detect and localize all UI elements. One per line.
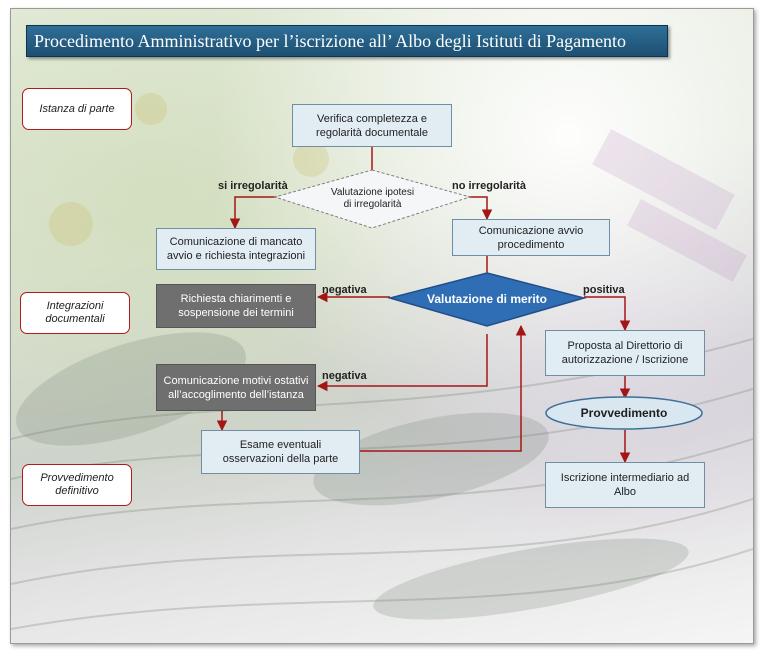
node-esame-osservazioni-text: Esame eventuali osservazioni della parte [222, 439, 339, 465]
edge-label-positiva: positiva [583, 284, 625, 296]
node-comunicazione-motivi-text: Comunicazione motivi ostativi all’accogl… [163, 374, 309, 401]
node-comunicazione-mancato-text: Comunicazione di mancato avvio e richies… [166, 236, 306, 262]
node-comunicazione-avvio: Comunicazione avvio procedimento [452, 219, 610, 256]
node-provvedimento-text: Provvedimento [580, 406, 668, 420]
label-integrazioni-documentali: Integrazioni documentali [20, 292, 130, 334]
node-comunicazione-motivi: Comunicazione motivi ostativi all’accogl… [156, 364, 316, 411]
node-comunicazione-avvio-text: Comunicazione avvio procedimento [478, 224, 584, 251]
node-richiesta-chiarimenti-text: Richiesta chiarimenti e sospensione dei … [178, 293, 294, 319]
page-title: Procedimento Amministrativo per l’iscriz… [26, 25, 668, 57]
edge-label-si-irregolarita: si irregolarità [218, 180, 288, 192]
node-iscrizione: Iscrizione intermediario ad Albo [545, 462, 705, 508]
node-verifica-text: Verifica completezza e regolarità docume… [316, 112, 428, 139]
node-valutazione-merito: Valutazione di merito [422, 280, 552, 318]
label-integrazioni-text: Integrazioni documentali [45, 300, 105, 325]
node-esame-osservazioni: Esame eventuali osservazioni della parte [201, 430, 360, 474]
diamond-valutazione-ipotesi [273, 169, 472, 229]
node-richiesta-chiarimenti: Richiesta chiarimenti e sospensione dei … [156, 284, 316, 328]
edge-label-negativa-1: negativa [322, 284, 367, 296]
diamond-valutazione-merito [387, 272, 587, 327]
edge-positiva [584, 296, 631, 332]
label-istanza-text: Istanza di parte [39, 102, 115, 115]
node-proposta: Proposta al Direttorio di autorizzazione… [545, 330, 705, 376]
label-istanza-di-parte: Istanza di parte [22, 88, 132, 130]
node-comunicazione-mancato: Comunicazione di mancato avvio e richies… [156, 228, 316, 270]
edge-label-negativa-2: negativa [322, 370, 367, 382]
node-iscrizione-text: Iscrizione intermediario ad Albo [560, 472, 690, 498]
label-provvedimento-definitivo: Provvedimento definitivo [22, 464, 132, 506]
edge-negativa-motivi [316, 334, 488, 392]
edge-label-no-irregolarita: no irregolarità [452, 180, 526, 192]
node-provvedimento: Provvedimento [556, 403, 692, 423]
node-valutazione-ipotesi-text: Valutazione ipotesi di irregolarità [330, 187, 415, 210]
node-proposta-text: Proposta al Direttorio di autorizzazione… [561, 340, 689, 366]
node-verifica: Verifica completezza e regolarità docume… [292, 104, 452, 147]
node-valutazione-ipotesi: Valutazione ipotesi di irregolarità [330, 177, 415, 221]
label-provvedimento-text: Provvedimento definitivo [40, 472, 114, 497]
node-valutazione-merito-text: Valutazione di merito [426, 291, 548, 306]
edge-esame-to-merito [360, 324, 527, 452]
ellipse-provvedimento [545, 396, 703, 430]
title-text: Procedimento Amministrativo per l’iscriz… [34, 31, 627, 51]
